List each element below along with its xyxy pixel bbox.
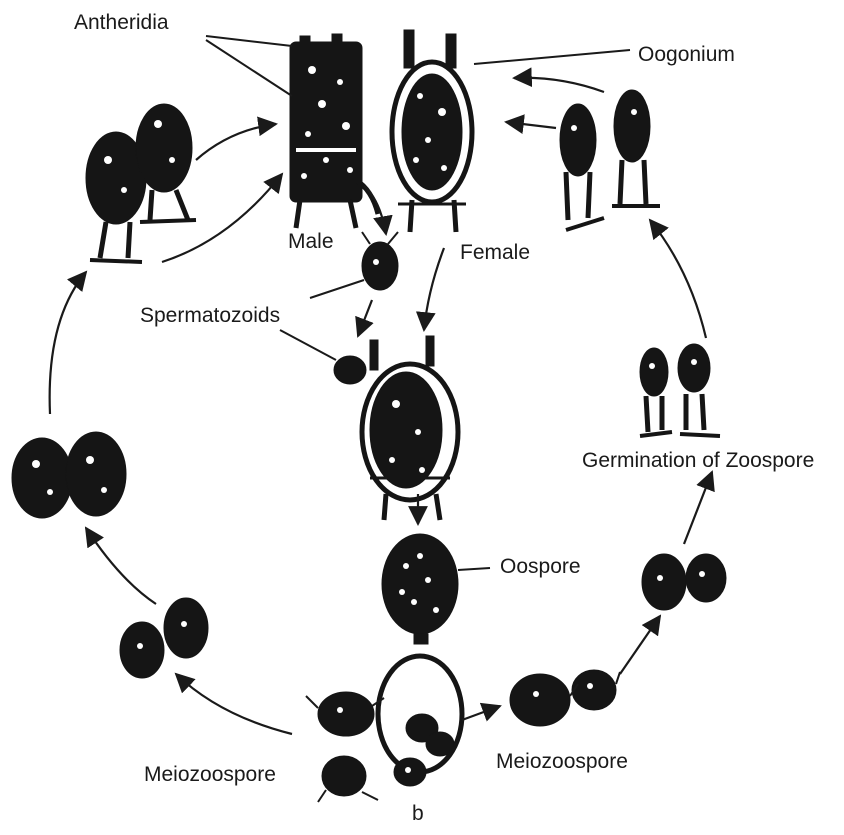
meiozoospore-pair-right: [510, 670, 620, 726]
label-meiozoospore-left: Meiozoospore: [144, 764, 276, 785]
label-oogonium: Oogonium: [638, 44, 735, 65]
oospore-structure: [382, 534, 458, 644]
antheridia-structure: [290, 34, 378, 228]
germinating-oospore: [378, 656, 462, 786]
label-antheridia: Antheridia: [74, 12, 169, 33]
label-female: Female: [460, 242, 530, 263]
label-oospore: Oospore: [500, 556, 581, 577]
label-germination-of-zoospore: Germination of Zoospore: [582, 450, 814, 471]
thallus-pair-right: [560, 90, 660, 230]
zoospore-pair-right: [642, 554, 726, 610]
meiozoospore-cluster-left: [306, 692, 384, 802]
label-male: Male: [288, 231, 334, 252]
germinating-zoospores: [640, 344, 720, 436]
panel-label: b: [412, 803, 424, 824]
zoospore-pair-left: [12, 432, 126, 518]
label-meiozoospore-right: Meiozoospore: [496, 751, 628, 772]
oogonium-structure: [392, 30, 472, 232]
thallus-pair-left: [86, 104, 196, 262]
label-spermatozoids: Spermatozoids: [140, 305, 280, 326]
zoospore-pair-lower-left: [120, 598, 208, 678]
spermatozoid: [362, 232, 398, 290]
fertilization-stage: [334, 336, 458, 520]
